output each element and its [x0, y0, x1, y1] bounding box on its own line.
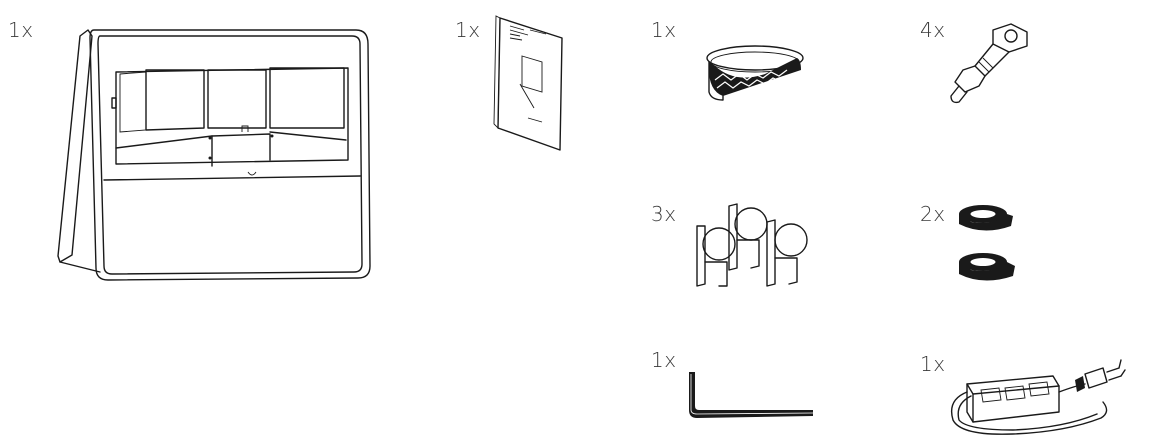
- quantity-label: 2x: [920, 202, 946, 226]
- quantity-label: 3x: [651, 202, 677, 226]
- quantity-label: 1x: [920, 352, 946, 376]
- package-item-velcro-strap: 1x: [645, 0, 825, 120]
- standoff-screw-icon: [950, 23, 1028, 104]
- package-item-allen-key: 1x: [645, 340, 825, 440]
- package-item-power-strip: 1x: [915, 340, 1145, 446]
- quantity-label: 1x: [455, 18, 481, 42]
- quantity-label: 4x: [920, 18, 946, 42]
- allen-key-icon: [689, 372, 814, 418]
- quantity-label: 1x: [651, 18, 677, 42]
- tape-roll-icon: [959, 205, 1015, 281]
- velcro-strap-roll-icon: [706, 45, 804, 101]
- package-item-manual: 1x: [450, 0, 590, 170]
- package-item-cable-clips: 3x: [645, 190, 825, 300]
- display-frame-icon: [57, 29, 371, 281]
- manual-booklet-icon: [493, 15, 563, 151]
- package-item-standoff-screws: 4x: [915, 0, 1055, 120]
- quantity-label: 1x: [651, 348, 677, 372]
- package-item-tape-rolls: 2x: [915, 190, 1055, 300]
- power-strip-icon: [950, 359, 1126, 435]
- cable-clip-icon: [696, 203, 808, 287]
- quantity-label: 1x: [8, 18, 34, 42]
- package-item-display-frame: 1x: [0, 0, 400, 300]
